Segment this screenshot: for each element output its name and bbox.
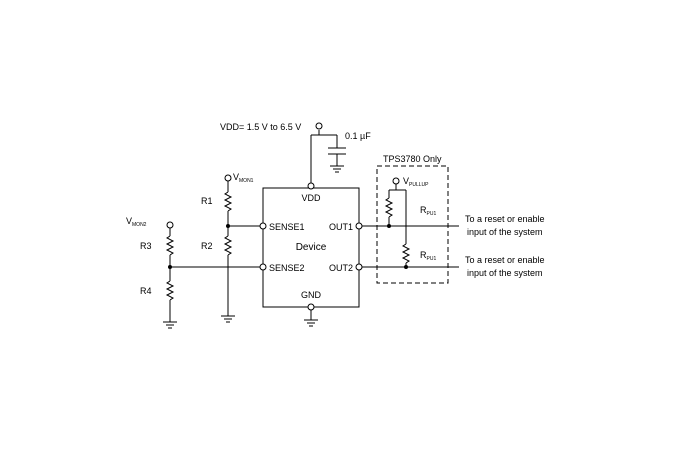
pin-label-sense1: SENSE1 — [269, 222, 305, 232]
pullup-network — [384, 177, 411, 269]
vdd-supply-label: VDD= 1.5 V to 6.5 V — [220, 122, 301, 132]
vmon1-divider — [221, 174, 260, 323]
out2-destination-line2: input of the system — [467, 268, 543, 278]
option-region-box — [376, 165, 449, 284]
r3-label: R3 — [140, 241, 152, 251]
vpullup-label: VPULLUP — [403, 176, 429, 188]
rpu1-top-label: RPU1 — [420, 205, 436, 217]
vmon2-label: VMON2 — [126, 216, 147, 228]
pin-label-gnd: GND — [301, 290, 322, 300]
vdd-pin — [307, 182, 315, 190]
gnd-net — [304, 310, 318, 327]
capacitor-label: 0.1 µF — [345, 131, 371, 141]
out1-destination-line2: input of the system — [467, 227, 543, 237]
out2-destination-line1: To a reset or enable — [465, 255, 545, 265]
pin-label-out1: OUT1 — [329, 222, 353, 232]
r1-label: R1 — [201, 196, 213, 206]
out1-destination-line1: To a reset or enable — [465, 214, 545, 224]
out2-pin — [355, 263, 363, 271]
r4-label: R4 — [140, 286, 152, 296]
pin-label-vdd: VDD — [301, 193, 321, 203]
pin-label-sense2: SENSE2 — [269, 263, 305, 273]
vmon2-divider — [163, 221, 260, 329]
device-label: Device — [296, 242, 327, 253]
gnd-pin — [307, 303, 315, 311]
vmon1-label: VMON1 — [233, 172, 254, 184]
option-region-label: TPS3780 Only — [383, 154, 442, 164]
out1-pin — [355, 222, 363, 230]
pin-label-out2: OUT2 — [329, 263, 353, 273]
vdd-supply-net — [310, 122, 346, 183]
rpu1-bottom-label: RPU1 — [420, 250, 436, 262]
r2-label: R2 — [201, 241, 213, 251]
sense2-pin — [259, 263, 267, 271]
sense1-pin — [259, 222, 267, 230]
